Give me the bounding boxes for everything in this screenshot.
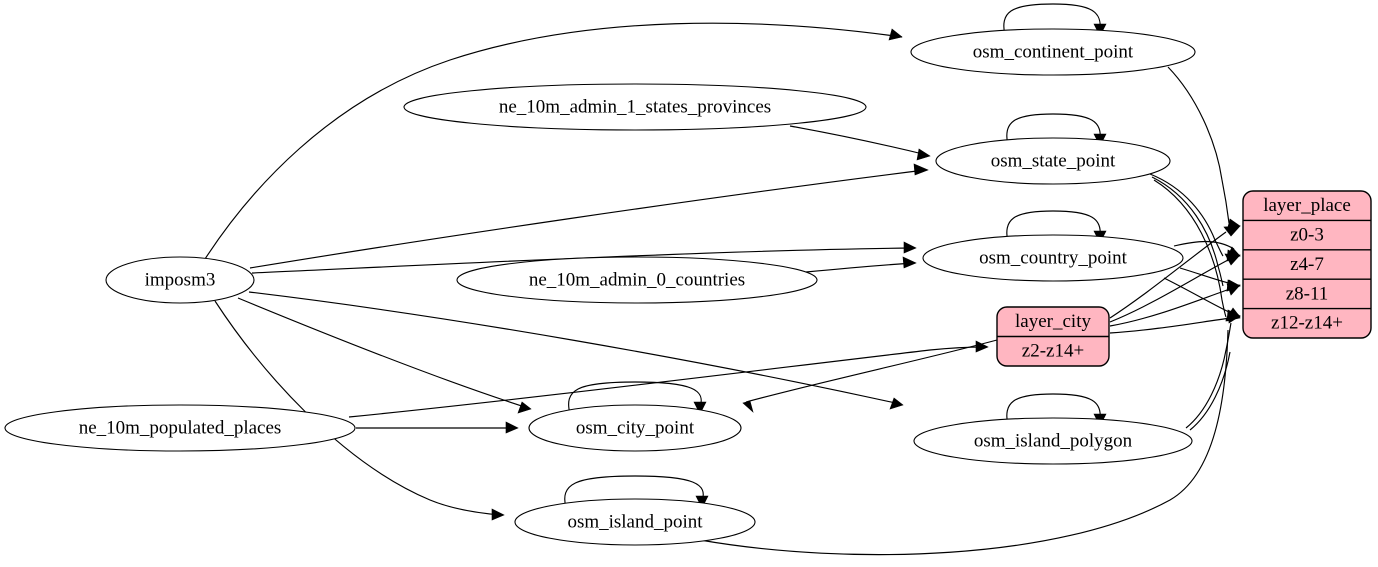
arrowhead-layer-city-layer-place-z0-3 [1223, 225, 1241, 237]
node-osm-island-polygon-shape[interactable] [913, 417, 1193, 465]
edge-ne-populated-to-layer-city [348, 346, 985, 418]
arrowhead-selfloop-osm-city-point [693, 401, 707, 415]
edge-osm-country-point-to-layer-place-z4-7 [1173, 240, 1235, 250]
arrowhead-imposm3-osm-island-polygon [889, 397, 904, 410]
selfloop-osm-state-point [1006, 113, 1101, 147]
selfloop-osm-continent-point [1003, 3, 1101, 37]
node-osm-country-point[interactable]: osm_country_point [922, 234, 1184, 282]
edge-layer-city-to-layer-place-z0-3 [1109, 231, 1227, 319]
edge-ne-states-to-osm-state-point [789, 125, 928, 156]
edge-imposm3-to-osm-continent-point [204, 22, 903, 260]
edge-osm-continent-point-to-layer-place-z0-3 [1167, 66, 1230, 224]
arrowhead-ne-populated-osm-city-point [505, 421, 519, 434]
node-layer-place-shape[interactable] [1242, 190, 1372, 339]
edge-imposm3-to-osm-city-point [237, 297, 529, 409]
node-osm-state-point-shape[interactable] [935, 137, 1171, 185]
edge-layer [204, 3, 1241, 556]
node-osm-state-point[interactable]: osm_state_point [935, 137, 1171, 185]
edge-osm-island-polygon-to-layer-place-z12-z14 [1185, 322, 1232, 429]
node-layer-city[interactable]: layer_city z2-z14+ [996, 306, 1110, 367]
node-ne-10m-populated-places[interactable]: ne_10m_populated_places [4, 404, 356, 452]
node-osm-city-point[interactable]: osm_city_point [528, 404, 742, 452]
arrowhead-imposm3-osm-country-point [903, 241, 917, 254]
node-ne-populated-shape[interactable] [4, 404, 356, 452]
node-osm-continent-point[interactable]: osm_continent_point [910, 28, 1196, 76]
node-osm-continent-point-shape[interactable] [910, 28, 1196, 76]
arrowhead-osm-island-point-layer-place-z12-z14 [1225, 310, 1241, 322]
edge-imposm3-to-osm-island-point [214, 300, 502, 516]
selfloop-osm-city-point [568, 381, 702, 415]
selfloop-osm-island-point [564, 475, 704, 509]
node-layer-place[interactable]: layer_place z0-3 z4-7 z8-11 z12-z14+ [1242, 190, 1372, 339]
edge-osm-island-polygon-to-layer-place-z12-z14-parallel [1189, 351, 1231, 431]
edge-ne-countries-to-osm-country-point [805, 262, 914, 273]
arrowhead-imposm3-osm-state-point [913, 163, 929, 176]
edge-layer-city-to-layer-place-z8-11 [1109, 288, 1231, 327]
node-ne-countries-shape[interactable] [456, 256, 818, 304]
selfloop-osm-island-polygon [1006, 393, 1101, 427]
selfloop-osm-country-point [1006, 210, 1101, 244]
arrowhead-ne-countries-osm-country-point [902, 256, 917, 269]
edge-imposm3-to-osm-state-point [249, 169, 926, 269]
node-ne-states-shape[interactable] [403, 83, 867, 131]
node-imposm3[interactable]: imposm3 [105, 256, 255, 304]
node-layer: imposm3 ne_10m_admin_1_states_provinces … [4, 28, 1196, 546]
node-osm-city-point-shape[interactable] [528, 404, 742, 452]
arrowhead-imposm3-osm-island-point [491, 508, 505, 521]
node-osm-island-polygon[interactable]: osm_island_polygon [913, 417, 1193, 465]
node-imposm3-shape[interactable] [105, 256, 255, 304]
arrowhead-imposm3-osm-continent-point [888, 28, 903, 41]
node-osm-island-point[interactable]: osm_island_point [514, 498, 756, 546]
edge-osm-island-point-to-layer-place-z12-z14 [699, 329, 1229, 556]
node-ne-10m-admin-0-countries[interactable]: ne_10m_admin_0_countries [456, 256, 818, 304]
edge-osm-state-point-to-layer-place-z12-z14 [1153, 179, 1227, 318]
edge-osm-country-point-to-layer-place-z12-z14 [1163, 277, 1232, 314]
node-ne-10m-admin-1-states-provinces[interactable]: ne_10m_admin_1_states_provinces [403, 83, 867, 131]
edge-layer-city-to-osm-city-point [745, 339, 998, 403]
arrowhead-ne-states-osm-state-point [916, 148, 931, 161]
arrowhead-layer-city-layer-place-z4-7 [1224, 253, 1241, 266]
arrowhead-imposm3-osm-city-point [517, 401, 532, 414]
edge-layer-city-to-layer-place-z4-7 [1109, 259, 1229, 323]
edge-osm-country-point-to-layer-place-z8-11 [1179, 267, 1233, 285]
node-osm-island-point-shape[interactable] [514, 498, 756, 546]
edge-layer-city-to-layer-place-z12-z14 [1109, 317, 1232, 334]
arrowhead-layer-city-osm-city-point [742, 400, 754, 413]
node-osm-country-point-shape[interactable] [922, 234, 1184, 282]
edge-osm-continent-point-to-layer-place-z0-3-tail [1228, 222, 1235, 227]
arrowhead-layer-city-layer-place-z8-11 [1226, 283, 1241, 296]
